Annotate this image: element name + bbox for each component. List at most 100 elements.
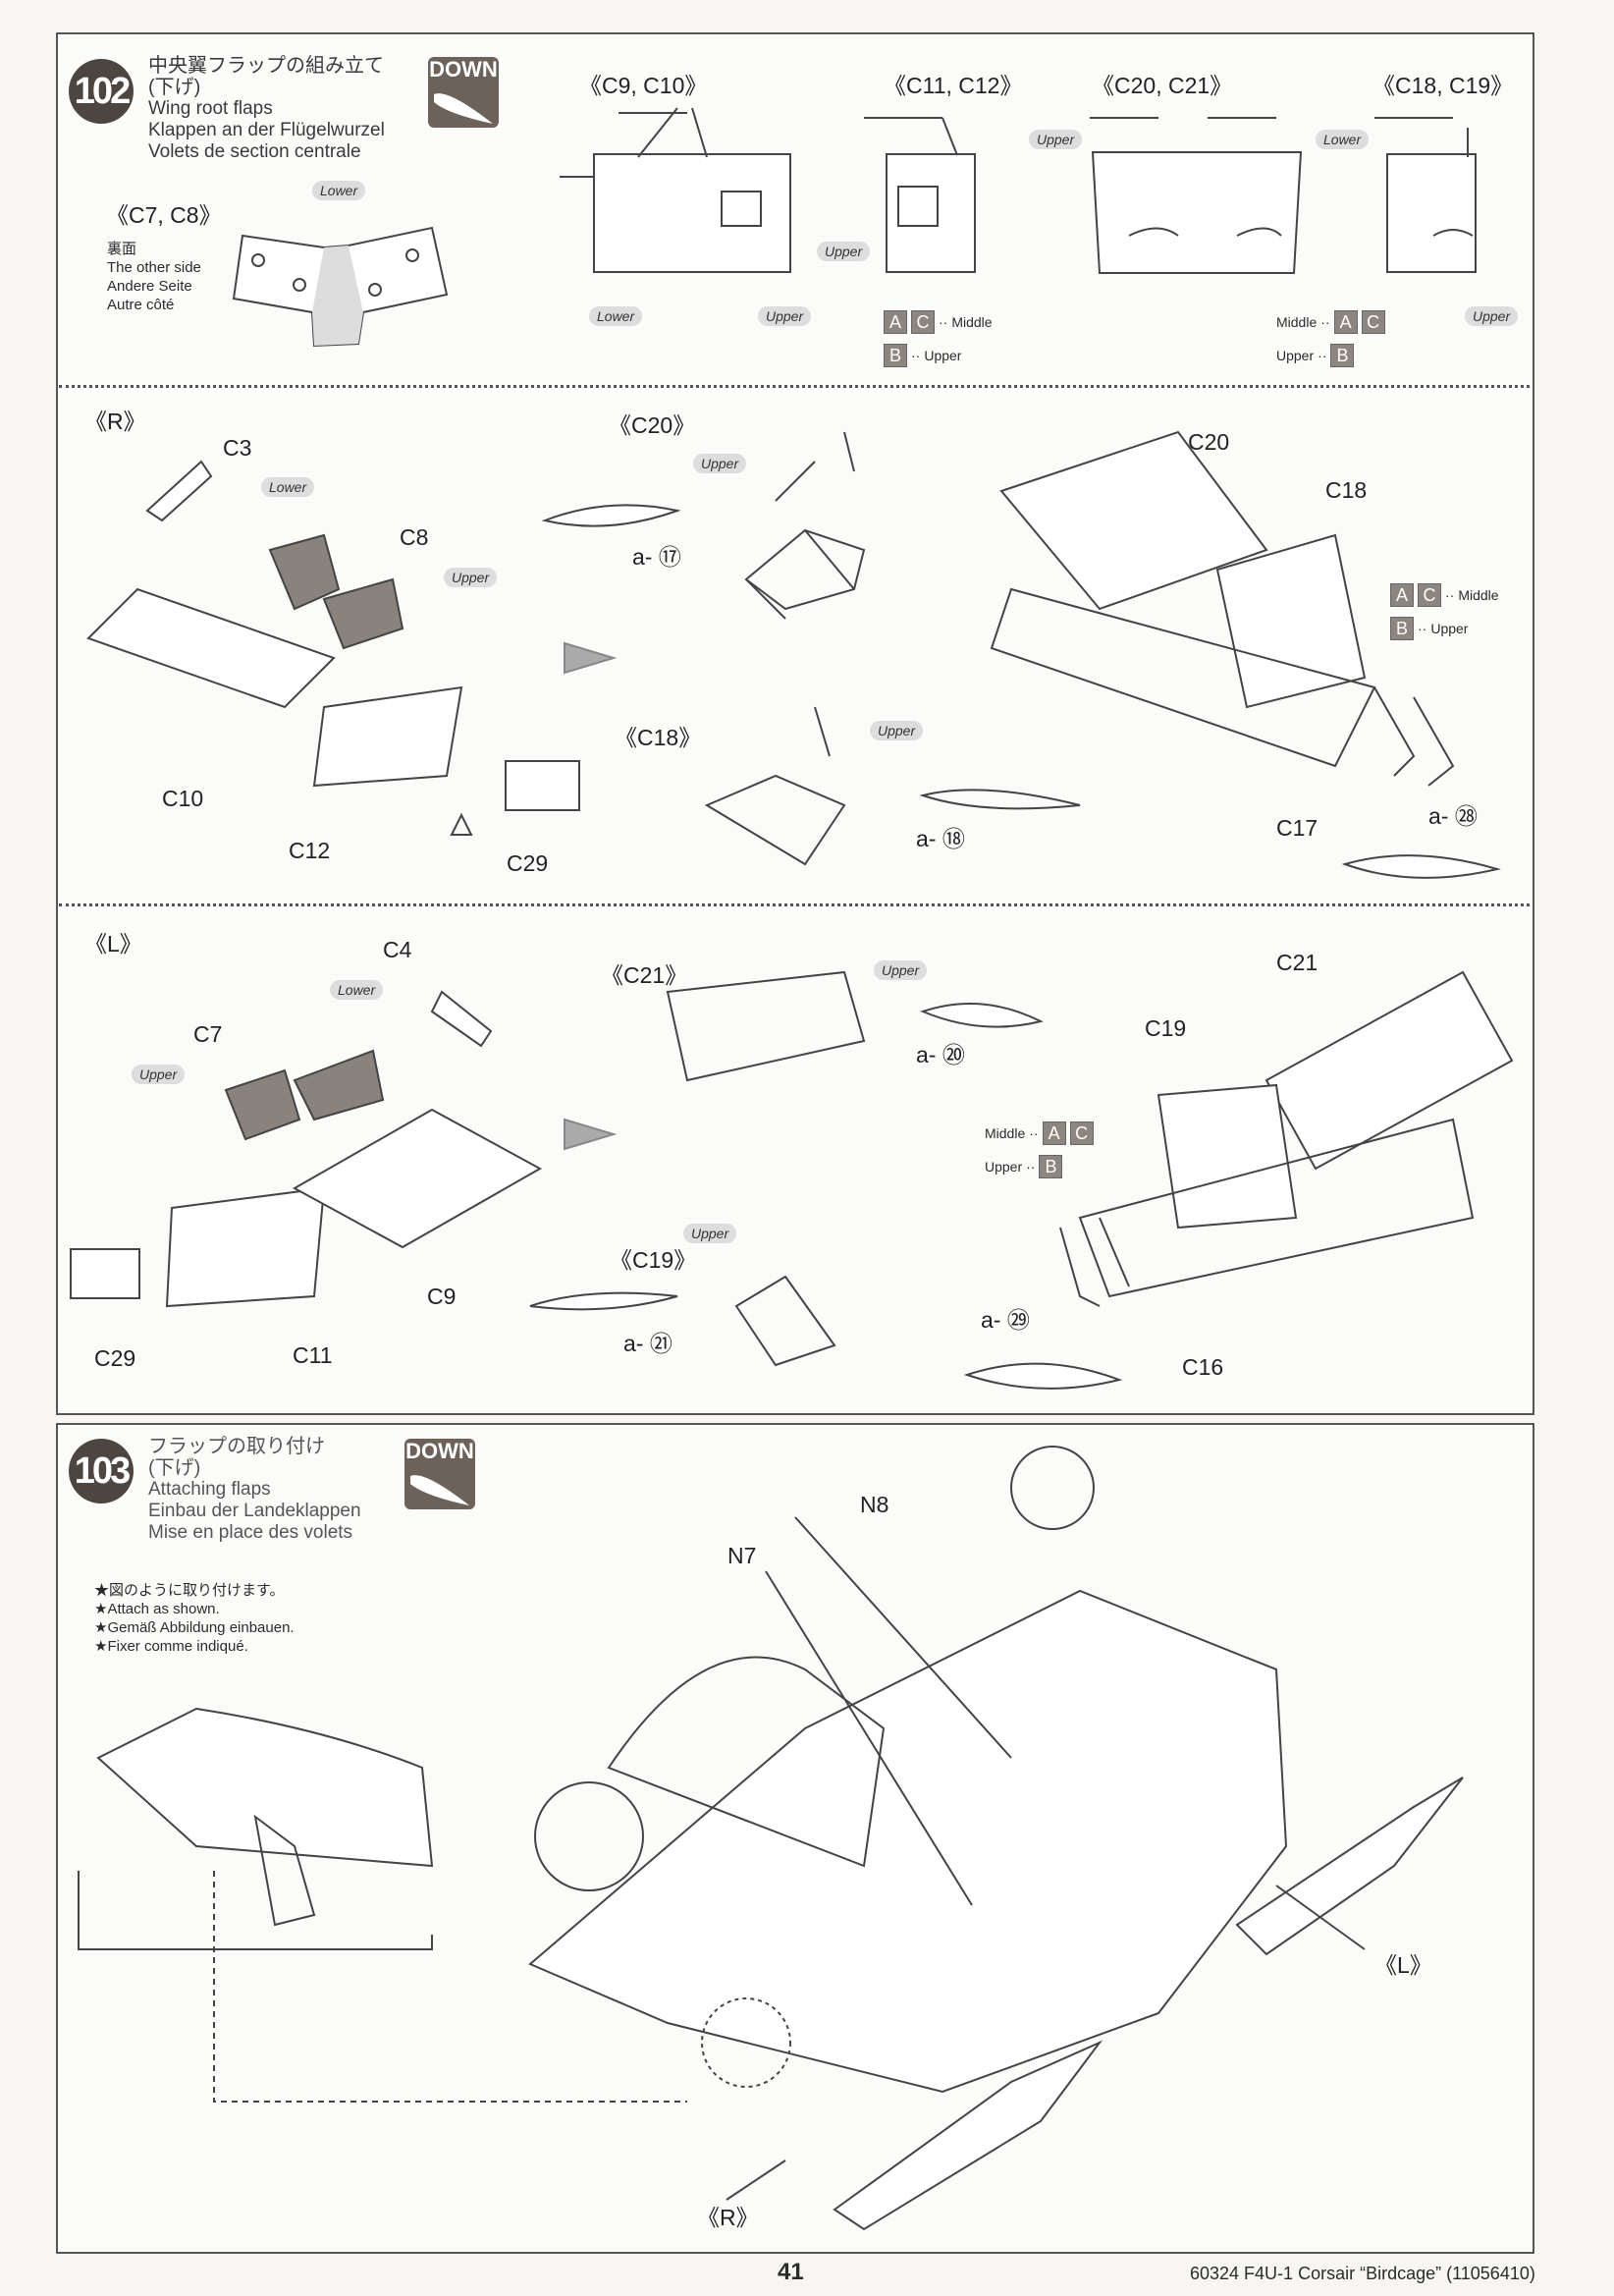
part-c8: C8 xyxy=(400,524,429,550)
note-de: ★Gemäß Abbildung einbauen. xyxy=(94,1619,295,1636)
title-fr: Volets de section centrale xyxy=(148,141,361,162)
left-flap-label: 《L》 xyxy=(1374,1952,1432,1978)
c18-label: 《C18》 xyxy=(615,725,702,750)
c21-label: 《C21》 xyxy=(601,962,688,988)
step-103-title: フラップの取り付け (下げ) Attaching flaps Einbau de… xyxy=(148,1436,361,1544)
paint-b: B xyxy=(1390,617,1414,640)
upper-tag: Upper xyxy=(758,306,812,326)
part-n7: N7 xyxy=(727,1543,757,1568)
right-side-label: 《R》 xyxy=(84,409,146,434)
paint-upper: Upper··B xyxy=(1276,344,1355,367)
title-jp: 中央翼フラップの組み立て xyxy=(148,55,384,77)
paint-upper: B··Upper xyxy=(884,344,961,367)
part-c18: C18 xyxy=(1325,477,1368,503)
upper-tag: Upper xyxy=(693,454,747,473)
paint-c: C xyxy=(1418,583,1441,607)
title-jp: フラップの取り付け xyxy=(148,1436,325,1457)
part-c11: C11 xyxy=(293,1342,333,1368)
part-c29: C29 xyxy=(507,850,549,876)
part-c21: C21 xyxy=(1276,950,1318,975)
paint-label: Upper xyxy=(924,348,962,363)
flap-down-icon xyxy=(410,1475,469,1505)
title-fr: Mise en place des volets xyxy=(148,1522,353,1543)
paint-label: Middle xyxy=(1276,314,1318,330)
step-number-badge: 102 xyxy=(69,59,134,124)
right-flap-label: 《R》 xyxy=(697,2205,759,2230)
upper-tag: Upper xyxy=(683,1224,737,1243)
note-en: The other side xyxy=(107,259,201,276)
paint-label: Middle xyxy=(951,314,993,330)
part-c3: C3 xyxy=(223,435,252,461)
lower-tag: Lower xyxy=(589,306,643,326)
upper-tag: Upper xyxy=(1029,130,1083,149)
title-en: Wing root flaps xyxy=(148,98,273,119)
lower-tag: Lower xyxy=(1316,130,1370,149)
attach-notes: ★図のように取り付けます。 ★Attach as shown. ★Gemäß A… xyxy=(94,1581,295,1656)
decal-a28: a- ㉘ xyxy=(1428,803,1478,829)
part-c29: C29 xyxy=(94,1345,136,1371)
decal-a29: a- ㉙ xyxy=(981,1307,1030,1333)
lower-tag: Lower xyxy=(261,477,315,497)
part-c10: C10 xyxy=(162,786,204,811)
note-fr: ★Fixer comme indiqué. xyxy=(94,1638,248,1655)
note-fr: Autre côté xyxy=(107,297,175,313)
paint-b: B xyxy=(1039,1155,1063,1178)
paint-label: Middle xyxy=(1458,587,1499,603)
upper-tag: Upper xyxy=(817,242,871,261)
product-footer: 60324 F4U-1 Corsair “Birdcage” (11056410… xyxy=(1190,2264,1535,2283)
other-side-note: 裏面 The other side Andere Seite Autre côt… xyxy=(107,240,201,314)
part-c7: C7 xyxy=(193,1021,223,1047)
upper-tag: Upper xyxy=(132,1065,186,1084)
divider xyxy=(59,385,1530,388)
title-jp-sub: (下げ) xyxy=(148,1457,201,1479)
upper-tag: Upper xyxy=(874,960,928,980)
note-jp: ★図のように取り付けます。 xyxy=(94,1582,285,1599)
decal-a18: a- ⑱ xyxy=(916,826,965,851)
part-c20: C20 xyxy=(1188,429,1230,455)
title-de: Klappen an der Flügelwurzel xyxy=(148,120,385,140)
left-side-label: 《L》 xyxy=(84,931,142,957)
upper-tag: Upper xyxy=(1465,306,1519,326)
paint-upper: B··Upper xyxy=(1390,617,1468,640)
part-c19: C19 xyxy=(1145,1015,1187,1041)
c19-label: 《C19》 xyxy=(610,1247,697,1273)
down-badge-label: DOWN xyxy=(405,1439,474,1463)
lower-tag: Lower xyxy=(330,980,384,1000)
part-c4: C4 xyxy=(383,937,412,962)
divider xyxy=(59,903,1530,906)
note-de: Andere Seite xyxy=(107,278,192,295)
paint-b: B xyxy=(1330,344,1355,367)
c20-label: 《C20》 xyxy=(609,412,696,438)
down-badge-label: DOWN xyxy=(429,57,498,82)
lower-tag: Lower xyxy=(312,181,366,200)
part-c17: C17 xyxy=(1276,815,1318,841)
note-en: ★Attach as shown. xyxy=(94,1601,220,1617)
down-badge: DOWN xyxy=(404,1439,475,1509)
upper-tag: Upper xyxy=(870,721,924,740)
step-102-title: 中央翼フラップの組み立て (下げ) Wing root flaps Klappe… xyxy=(148,55,385,163)
paint-a: A xyxy=(884,310,907,334)
paint-label: Middle xyxy=(985,1125,1026,1141)
paint-upper: Upper··B xyxy=(985,1155,1063,1178)
c18-c19-label: 《C18, C19》 xyxy=(1372,73,1514,98)
note-jp: 裏面 xyxy=(107,241,137,257)
step-number-badge: 103 xyxy=(69,1439,134,1503)
part-c16: C16 xyxy=(1182,1354,1224,1380)
paint-b: B xyxy=(884,344,907,367)
title-de: Einbau der Landeklappen xyxy=(148,1501,361,1521)
paint-c: C xyxy=(1361,310,1385,334)
paint-a: A xyxy=(1042,1121,1066,1145)
paint-a: A xyxy=(1333,310,1358,334)
paint-label: Upper xyxy=(1430,621,1469,636)
decal-a17: a- ⑰ xyxy=(632,544,681,570)
paint-label: Upper xyxy=(1276,348,1315,363)
decal-a20: a- ⑳ xyxy=(916,1042,965,1067)
decal-a21: a- ㉑ xyxy=(623,1331,672,1356)
paint-label: Upper xyxy=(985,1159,1023,1175)
paint-c: C xyxy=(1069,1121,1094,1145)
part-c9: C9 xyxy=(427,1284,457,1309)
